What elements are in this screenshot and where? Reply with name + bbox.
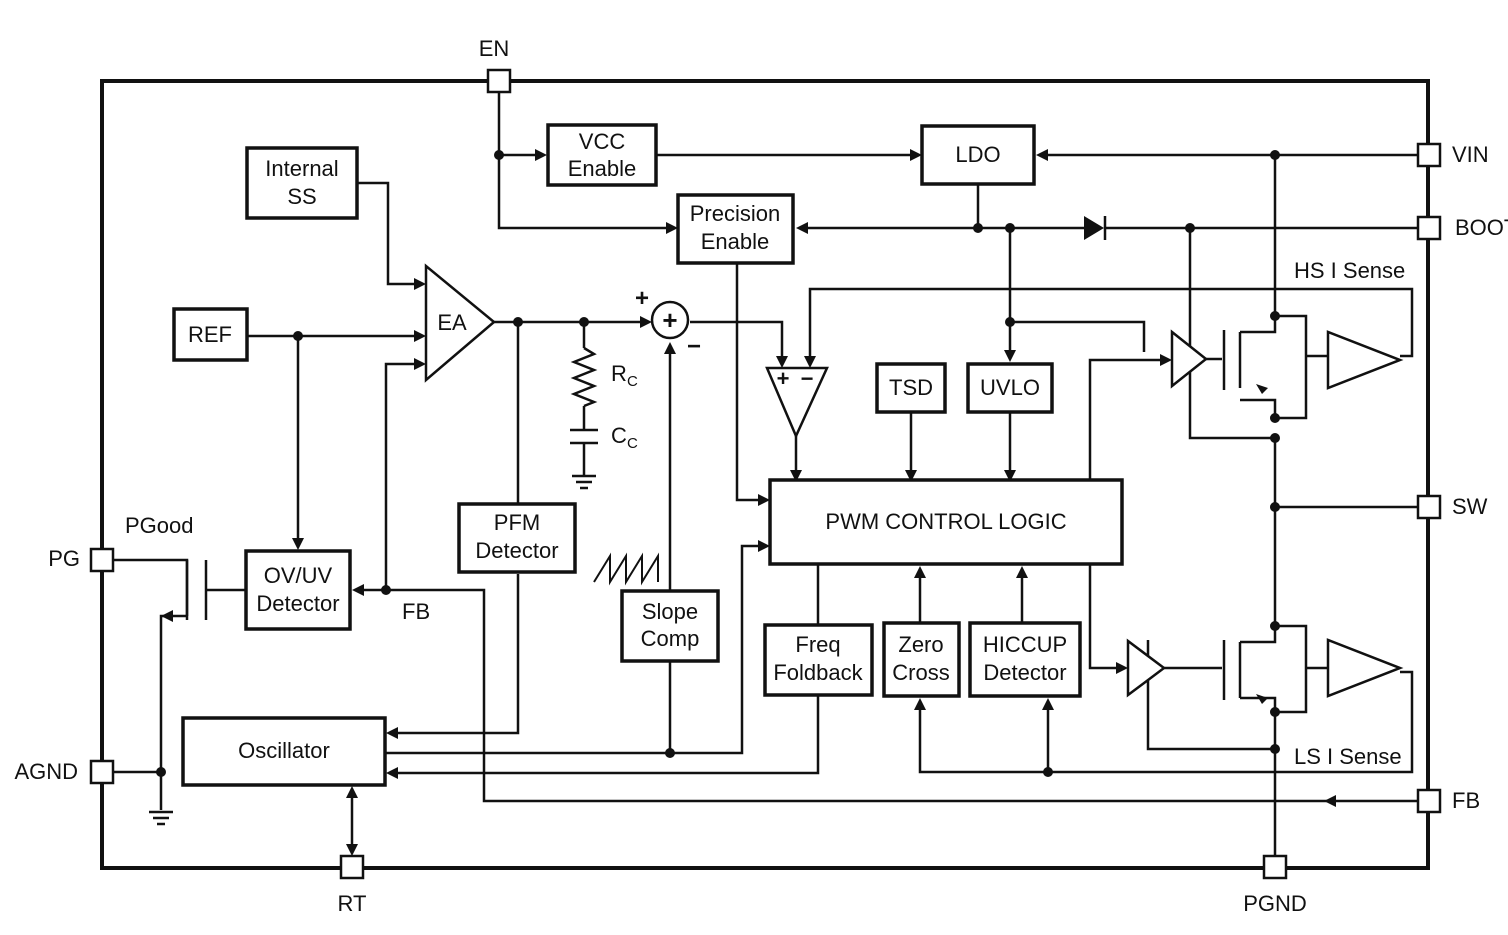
internal-ss-label: Internal xyxy=(265,156,338,181)
pfm-detector-label-line2: Detector xyxy=(475,538,558,563)
boot-diode xyxy=(1084,216,1107,240)
cc-label-main: C xyxy=(611,423,627,448)
slope-comp-block: Slope Comp xyxy=(620,589,720,663)
pgood-label: PGood xyxy=(125,513,194,538)
oscillator-label: Oscillator xyxy=(238,738,330,763)
vcc-enable-label-line2: Enable xyxy=(568,156,637,181)
pin-fb xyxy=(1416,788,1442,814)
comparator-minus-label: − xyxy=(801,366,814,391)
pwm-control-logic-block: PWM CONTROL LOGIC xyxy=(768,478,1124,566)
pfm-detector-block: PFM Detector xyxy=(457,502,577,574)
summing-junction: + + − xyxy=(635,285,701,360)
freq-foldback-label: Freq xyxy=(795,632,840,657)
ovuv-detector-label-line2: Detector xyxy=(256,591,339,616)
pfm-detector-label: PFM xyxy=(494,510,540,535)
pin-rt-label: RT xyxy=(338,891,367,916)
internal-ss-label-line2: SS xyxy=(287,184,316,209)
ls-sense-amplifier xyxy=(1326,638,1404,698)
ldo-label: LDO xyxy=(955,142,1000,167)
ls-sense-label: LS I Sense xyxy=(1294,744,1402,769)
slope-comp-label: Slope xyxy=(642,599,698,624)
rc-label-subscript: C xyxy=(627,373,638,390)
pin-pg-label: PG xyxy=(48,546,80,571)
junction-dots xyxy=(156,150,1280,777)
ea-label: EA xyxy=(437,310,467,335)
slope-comp-label-line2: Comp xyxy=(641,626,700,651)
comparator-plus-label: + xyxy=(777,366,790,391)
sawtooth-icon xyxy=(593,552,659,586)
pin-vin xyxy=(1416,142,1442,168)
wires xyxy=(114,93,1418,856)
summer-plus-label: + xyxy=(635,285,649,312)
uvlo-label: UVLO xyxy=(980,375,1040,400)
hiccup-detector-label: HICCUP xyxy=(983,632,1067,657)
vcc-enable-block: VCC Enable xyxy=(546,123,658,187)
freq-foldback-block: Freq Foldback xyxy=(763,623,874,697)
hiccup-detector-block: HICCUP Detector xyxy=(968,621,1082,698)
hiccup-detector-label-line2: Detector xyxy=(983,660,1066,685)
rc-label: R C xyxy=(611,361,638,390)
pin-pgnd xyxy=(1262,854,1288,880)
pwm-logic-label: PWM CONTROL LOGIC xyxy=(825,509,1066,534)
ls-mosfet xyxy=(1222,624,1328,714)
pin-boot xyxy=(1416,215,1442,241)
ref-block: REF xyxy=(172,307,249,362)
ovuv-detector-block: OV/UV Detector xyxy=(244,549,352,631)
hs-mosfet xyxy=(1222,314,1328,420)
fb-internal-label: FB xyxy=(402,599,430,624)
pin-fb-label: FB xyxy=(1452,788,1480,813)
uvlo-block: UVLO xyxy=(966,362,1054,414)
zero-cross-label: Zero xyxy=(898,632,943,657)
ovuv-detector-label: OV/UV xyxy=(264,563,333,588)
hs-sense-amplifier xyxy=(1326,330,1404,390)
arrowheads xyxy=(161,149,1336,856)
oscillator-block: Oscillator xyxy=(181,716,387,787)
error-amplifier: EA xyxy=(424,263,496,383)
pin-pgnd-label: PGND xyxy=(1243,891,1307,916)
chip-boundary xyxy=(100,79,1430,870)
ground-symbol xyxy=(572,474,596,490)
internal-ss-block: Internal SS xyxy=(245,146,359,220)
ls-gate-driver xyxy=(1126,638,1222,698)
pin-vin-label: VIN xyxy=(1452,142,1489,167)
pwm-comparator: + − xyxy=(765,366,829,440)
ldo-block: LDO xyxy=(920,124,1036,186)
summer-minus-label: − xyxy=(687,333,701,360)
cc-label: C C xyxy=(611,423,638,452)
vcc-enable-label: VCC xyxy=(579,129,626,154)
precision-enable-label-line2: Enable xyxy=(701,229,770,254)
pin-en xyxy=(486,68,512,94)
summer-symbol: + xyxy=(662,305,677,335)
precision-enable-label: Precision xyxy=(690,201,780,226)
zero-cross-block: Zero Cross xyxy=(882,621,961,698)
hs-gate-driver xyxy=(1170,329,1222,389)
cc-label-subscript: C xyxy=(627,435,638,452)
ground-symbol xyxy=(149,810,173,826)
pin-sw xyxy=(1416,494,1442,520)
pin-sw-label: SW xyxy=(1452,494,1488,519)
tsd-label: TSD xyxy=(889,375,933,400)
freq-foldback-label-line2: Foldback xyxy=(773,660,863,685)
ref-label: REF xyxy=(188,322,232,347)
zero-cross-label-line2: Cross xyxy=(892,660,949,685)
hs-sense-label: HS I Sense xyxy=(1294,258,1405,283)
tsd-block: TSD xyxy=(875,362,947,414)
pin-en-label: EN xyxy=(479,36,510,61)
pin-agnd-label: AGND xyxy=(14,759,78,784)
pin-pg xyxy=(89,547,115,573)
rc-label-main: R xyxy=(611,361,627,386)
precision-enable-block: Precision Enable xyxy=(676,193,795,265)
pin-boot-label: BOOT xyxy=(1455,215,1508,240)
pin-rt xyxy=(339,854,365,880)
pin-agnd xyxy=(89,759,115,785)
